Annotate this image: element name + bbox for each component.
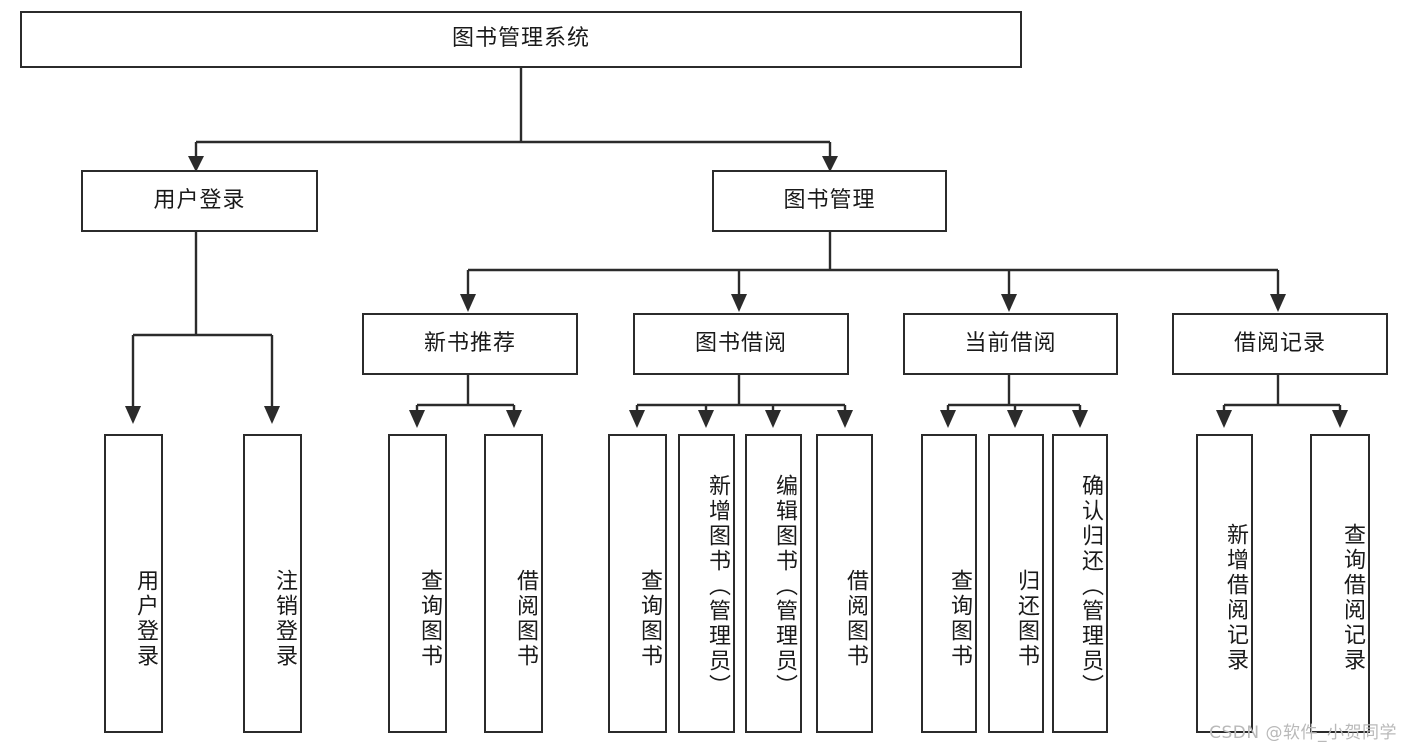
node-user-login[interactable]: 用户登录 — [81, 170, 318, 232]
arrow-book-borrow — [731, 294, 747, 312]
arrow-return-book — [1007, 410, 1023, 428]
node-label: 编辑图书（管理员） — [772, 474, 797, 699]
node-label: 用户登录 — [153, 187, 246, 213]
node-label: 新书推荐 — [423, 330, 516, 356]
csdn-watermark: CSDN @软件_小贺同学 — [1209, 723, 1397, 743]
leaf-confirm-return-admin[interactable]: 确认归还（管理员） — [1052, 434, 1108, 733]
arrow-borrow-book-1 — [506, 410, 522, 428]
node-label: 借阅图书 — [843, 568, 868, 669]
node-label: 查询图书 — [947, 568, 972, 669]
leaf-query-borrow-record[interactable]: 查询借阅记录 — [1310, 434, 1370, 733]
leaf-query-book-borrow[interactable]: 查询图书 — [608, 434, 667, 733]
node-label: 查询借阅记录 — [1340, 522, 1365, 673]
node-label: 图书管理 — [783, 187, 876, 213]
arrow-borrow-record — [1270, 294, 1286, 312]
leaf-borrow-book-recommend[interactable]: 借阅图书 — [484, 434, 543, 733]
leaf-user-login[interactable]: 用户登录 — [104, 434, 163, 733]
node-book-management[interactable]: 图书管理 — [712, 170, 947, 232]
arrow-new-book — [460, 294, 476, 312]
node-label: 图书管理系统 — [451, 26, 590, 52]
arrow-leaf-user-login — [125, 406, 141, 424]
node-label: 借阅图书 — [513, 568, 538, 669]
leaf-logout[interactable]: 注销登录 — [243, 434, 302, 733]
leaf-add-borrow-record[interactable]: 新增借阅记录 — [1196, 434, 1253, 733]
arrow-query-book-3 — [940, 410, 956, 428]
node-label: 确认归还（管理员） — [1078, 474, 1103, 699]
node-new-book-recommend[interactable]: 新书推荐 — [362, 313, 578, 375]
node-label: 归还图书 — [1014, 568, 1039, 669]
arrow-add-record — [1216, 410, 1232, 428]
arrow-query-book-1 — [409, 410, 425, 428]
node-current-borrow[interactable]: 当前借阅 — [903, 313, 1118, 375]
node-book-borrow[interactable]: 图书借阅 — [633, 313, 849, 375]
node-root-system[interactable]: 图书管理系统 — [20, 11, 1022, 68]
arrow-add-book — [698, 410, 714, 428]
arrow-borrow-book-2 — [837, 410, 853, 428]
arrow-query-record — [1332, 410, 1348, 428]
leaf-add-book-admin[interactable]: 新增图书（管理员） — [678, 434, 735, 733]
node-label: 注销登录 — [272, 568, 297, 669]
leaf-return-book[interactable]: 归还图书 — [988, 434, 1044, 733]
node-label: 查询图书 — [417, 568, 442, 669]
leaf-edit-book-admin[interactable]: 编辑图书（管理员） — [745, 434, 802, 733]
arrow-query-book-2 — [629, 410, 645, 428]
leaf-query-book-recommend[interactable]: 查询图书 — [388, 434, 447, 733]
arrow-leaf-logout — [264, 406, 280, 424]
node-label: 用户登录 — [133, 568, 158, 669]
node-label: 当前借阅 — [964, 330, 1057, 356]
node-label: 新增图书（管理员） — [705, 474, 730, 699]
node-label: 图书借阅 — [694, 330, 787, 356]
arrow-confirm-return — [1072, 410, 1088, 428]
leaf-borrow-book-borrow[interactable]: 借阅图书 — [816, 434, 873, 733]
node-label: 新增借阅记录 — [1223, 522, 1248, 673]
node-label: 查询图书 — [637, 568, 662, 669]
arrow-edit-book — [765, 410, 781, 428]
node-label: 借阅记录 — [1233, 330, 1326, 356]
leaf-query-book-current[interactable]: 查询图书 — [921, 434, 977, 733]
node-borrow-record[interactable]: 借阅记录 — [1172, 313, 1388, 375]
arrow-current-borrow — [1001, 294, 1017, 312]
